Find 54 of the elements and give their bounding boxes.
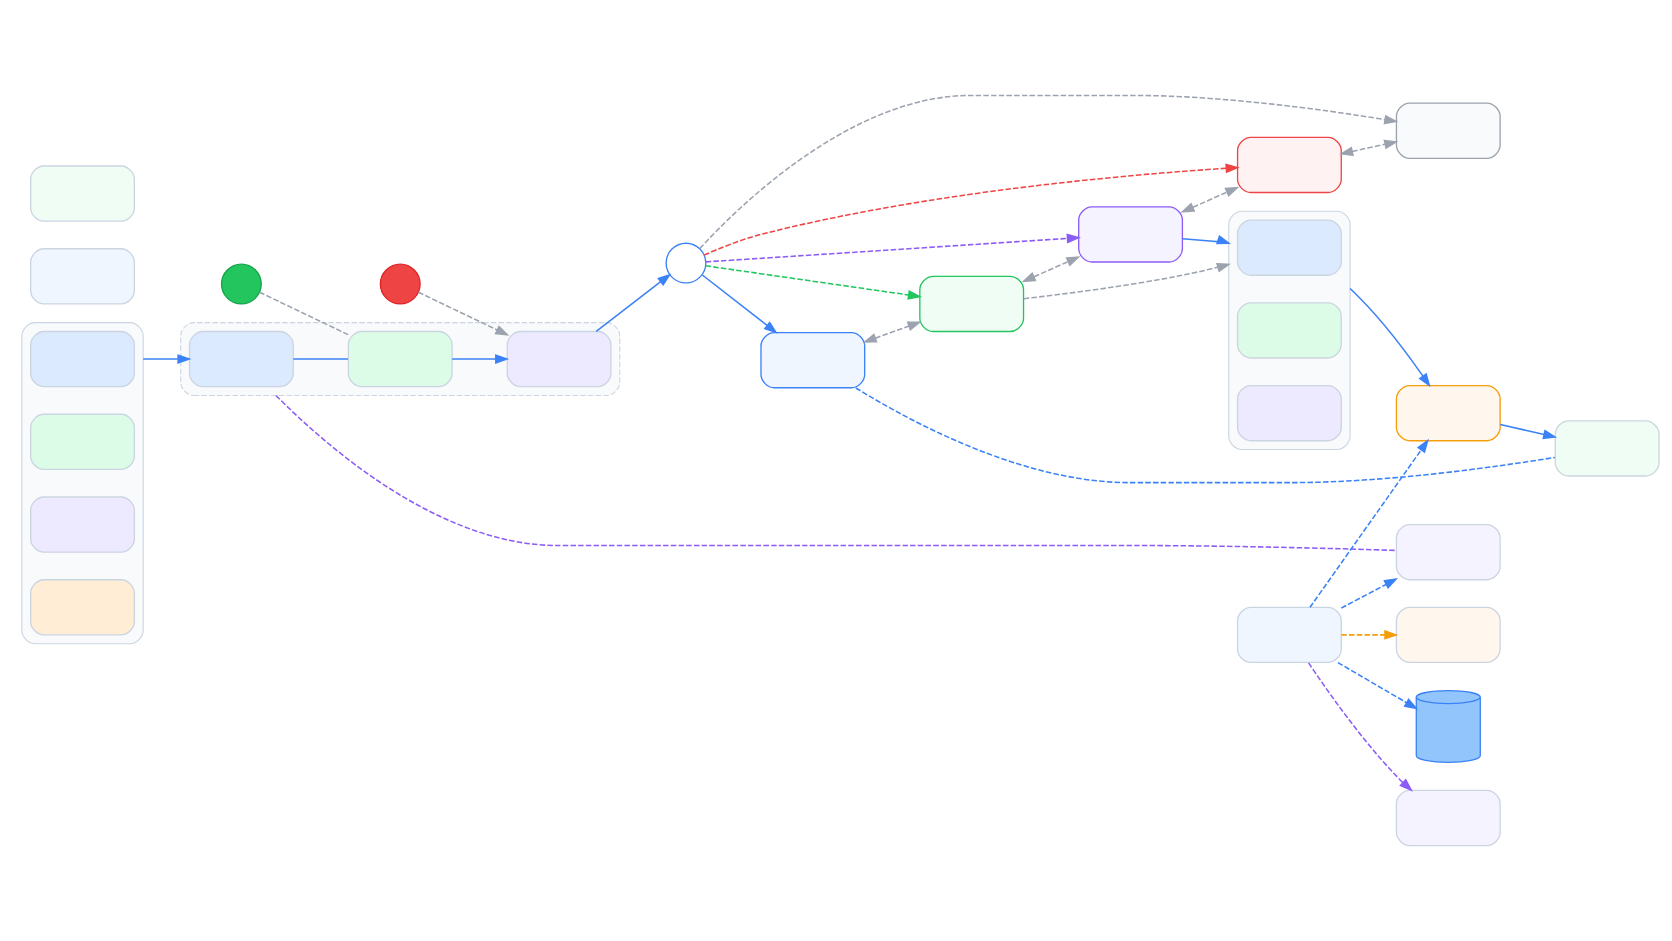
arrow [1181, 234, 1231, 245]
node-box [1236, 136, 1342, 194]
node-box [347, 330, 453, 388]
node-circle [220, 263, 262, 305]
node-box [30, 579, 136, 636]
arrow [451, 354, 510, 365]
arrow [862, 321, 922, 343]
arrow [595, 273, 672, 333]
arrow [1021, 256, 1081, 283]
node-box [1395, 789, 1501, 847]
arrow [1340, 629, 1399, 640]
node-box [760, 331, 866, 389]
node-box [919, 275, 1025, 333]
node-box [30, 248, 136, 305]
arrow [1349, 287, 1431, 388]
connector [292, 358, 349, 360]
arrow [1337, 661, 1419, 710]
node-box [30, 413, 136, 471]
connector [855, 387, 1556, 484]
node-circle [379, 263, 421, 305]
node-box [1236, 606, 1342, 664]
node-box [1395, 102, 1501, 159]
arrow [1023, 262, 1231, 300]
node-box [1236, 219, 1342, 276]
arrow [705, 233, 1081, 263]
arrow [1307, 662, 1413, 792]
node-box [30, 330, 136, 388]
arrow [1309, 438, 1429, 608]
node-circle [665, 242, 707, 284]
arrow [1340, 578, 1399, 609]
arrow [1180, 186, 1240, 213]
connector [258, 291, 350, 336]
node-box [1078, 206, 1184, 263]
node-box [1395, 523, 1501, 581]
connector [275, 394, 1398, 552]
arrow [142, 354, 192, 365]
arrow [704, 265, 922, 300]
arrow [703, 163, 1240, 256]
arrow [1339, 139, 1399, 157]
node-box [1554, 420, 1660, 477]
node-box [506, 330, 612, 388]
arrow [701, 274, 778, 334]
node-box [1236, 384, 1342, 442]
node-box [188, 330, 294, 388]
cluster [1228, 210, 1351, 451]
arrow [699, 94, 1399, 250]
node-box [30, 165, 136, 222]
node-box [30, 496, 136, 553]
node-box [1236, 302, 1342, 359]
arrow [417, 291, 510, 336]
arrow [1499, 423, 1558, 440]
cluster [21, 322, 144, 645]
node-box [1395, 606, 1501, 664]
node-box [1395, 384, 1501, 442]
